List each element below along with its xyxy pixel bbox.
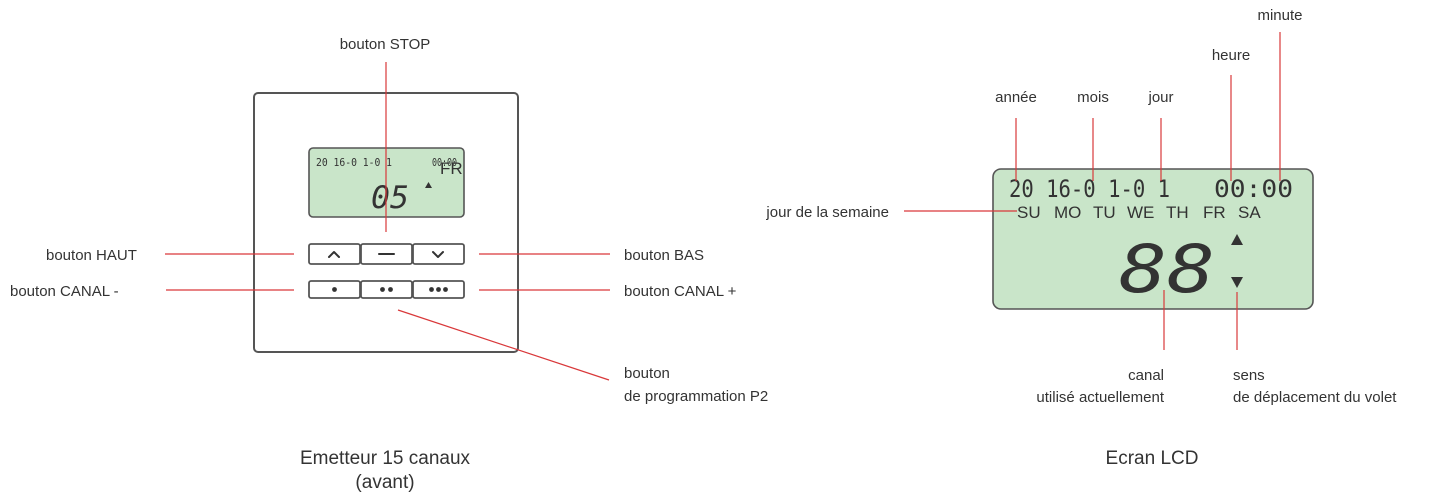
transmitter-lcd-time: 00:00 — [432, 156, 457, 169]
label-channel-line2: utilisé actuellement — [1036, 389, 1164, 406]
label-direction-line1: sens — [1233, 367, 1265, 384]
chevron-up-icon — [328, 251, 340, 258]
lcd-down-arrow-icon — [1231, 277, 1243, 288]
label-direction-line2: de déplacement du volet — [1233, 389, 1397, 406]
label-month: mois — [1077, 89, 1109, 106]
chevron-down-icon — [432, 251, 444, 258]
weekday-we: WE — [1127, 203, 1154, 222]
transmitter-button-row-top — [308, 243, 465, 265]
label-hour: heure — [1212, 47, 1250, 64]
lcd-screen — [992, 168, 1314, 310]
weekday-fr: FR — [1203, 203, 1226, 222]
weekday-su: SU — [1017, 203, 1041, 222]
label-channel-minus-button: bouton CANAL - — [10, 283, 119, 300]
label-program-button-line2: de programmation P2 — [624, 388, 768, 405]
label-year: année — [995, 89, 1037, 106]
weekday-tu: TU — [1093, 203, 1116, 222]
label-day: jour — [1147, 89, 1173, 106]
two-dots-icon — [380, 287, 393, 292]
down-button[interactable] — [412, 243, 465, 265]
transmitter-caption-line1: Emetteur 15 canaux — [300, 448, 471, 469]
lcd-screen-figure: 20 16-0 1-0 1 00:00 SU MO TU WE TH FR SA… — [765, 7, 1397, 469]
transmitter-lcd-up-arrow-icon — [425, 182, 432, 188]
transmitter-leader-lines — [165, 62, 610, 381]
transmitter-figure: 20 16-0 1-0 1 00:00 FR 05 — [10, 36, 768, 493]
one-dot-icon — [332, 287, 337, 292]
label-down-button: bouton BAS — [624, 247, 704, 264]
label-channel-plus-button: bouton CANAL + — [624, 283, 737, 300]
lcd-time: 00:00 — [1214, 175, 1293, 203]
weekday-sa: SA — [1238, 203, 1261, 222]
lcd-weekdays: SU MO TU WE TH FR SA — [1017, 203, 1261, 222]
three-dots-icon — [429, 287, 448, 292]
weekday-mo: MO — [1054, 203, 1081, 222]
label-program-button-line1: bouton — [624, 365, 670, 382]
lcd-date: 20 16-0 1-0 1 — [1009, 175, 1170, 203]
label-minute: minute — [1257, 7, 1302, 24]
lcd-channel-digits: 88 — [1119, 231, 1215, 308]
program-p2-button[interactable] — [360, 280, 413, 299]
transmitter-button-row-bottom — [308, 280, 465, 299]
up-button[interactable] — [308, 243, 361, 265]
transmitter-lcd-channel: 05 — [371, 180, 409, 216]
label-channel-line1: canal — [1128, 367, 1164, 384]
label-up-button: bouton HAUT — [46, 247, 137, 264]
label-weekday: jour de la semaine — [765, 204, 889, 221]
label-stop-button: bouton STOP — [340, 36, 431, 53]
lcd-caption: Ecran LCD — [1106, 448, 1199, 469]
transmitter-caption-line2: (avant) — [355, 472, 414, 493]
lcd-up-arrow-icon — [1231, 234, 1243, 245]
weekday-th: TH — [1166, 203, 1189, 222]
transmitter-lcd-date: 20 16-0 1-0 1 — [316, 156, 392, 169]
transmitter-lcd-day: FR — [440, 159, 463, 178]
lcd-leader-lines — [904, 32, 1281, 350]
